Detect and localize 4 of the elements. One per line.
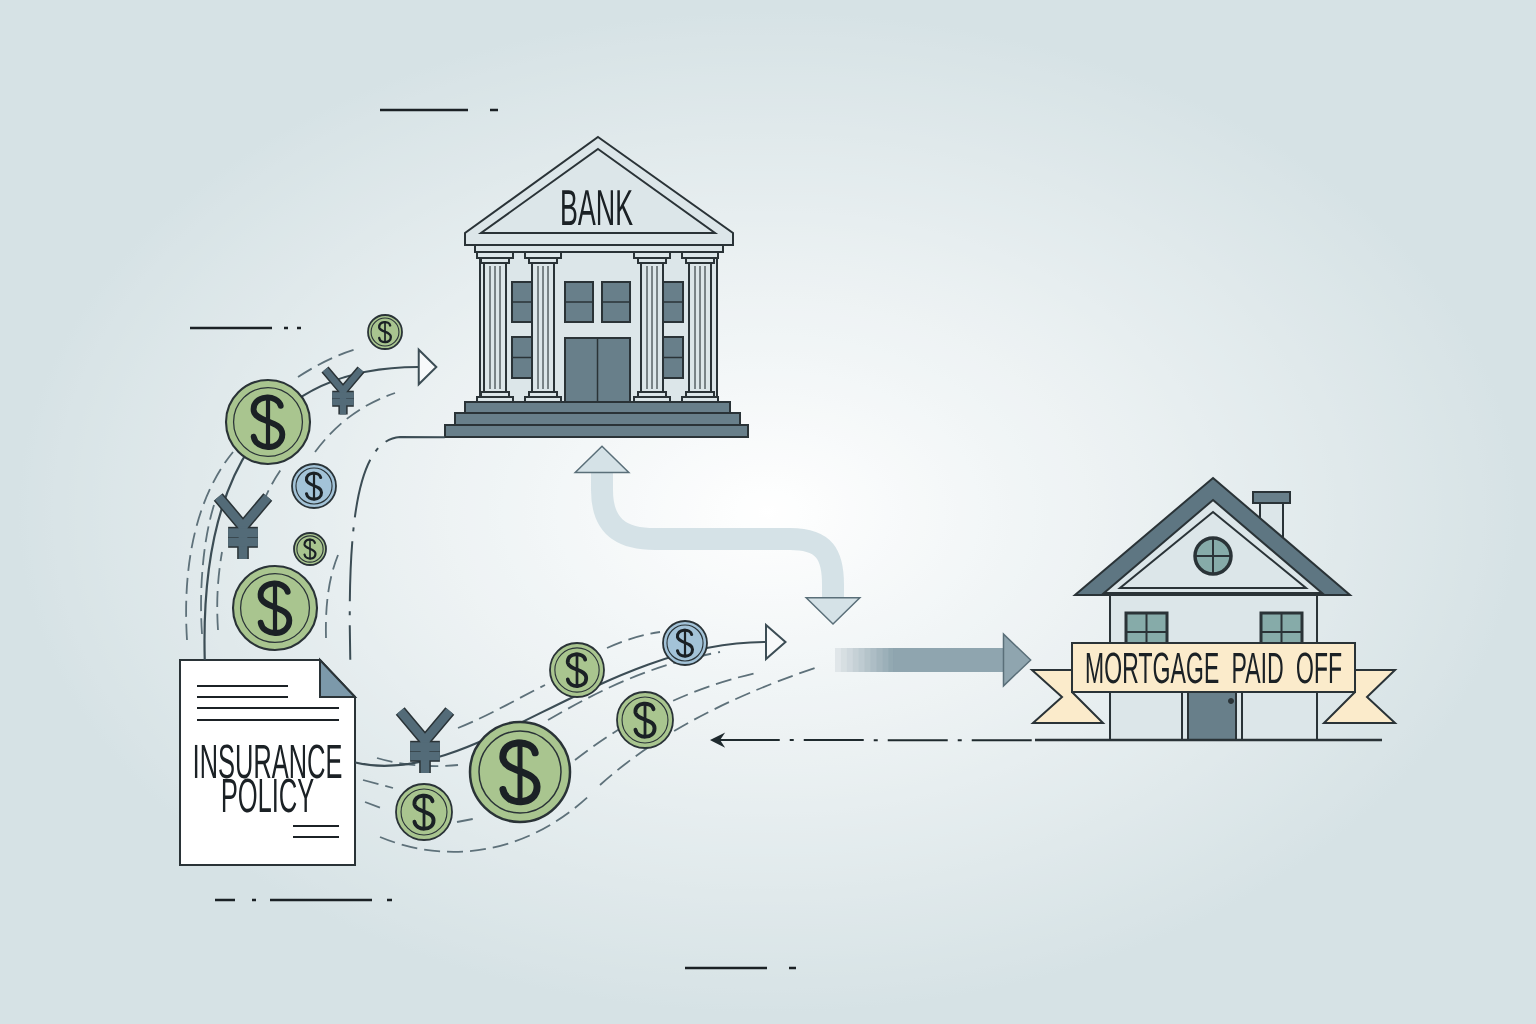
double-headed-arrow	[573, 445, 862, 625]
dash-dot-line	[348, 436, 446, 661]
node-label: MORTGAGE PAID OFF	[1086, 652, 1342, 684]
node-label: BANK	[562, 190, 633, 225]
